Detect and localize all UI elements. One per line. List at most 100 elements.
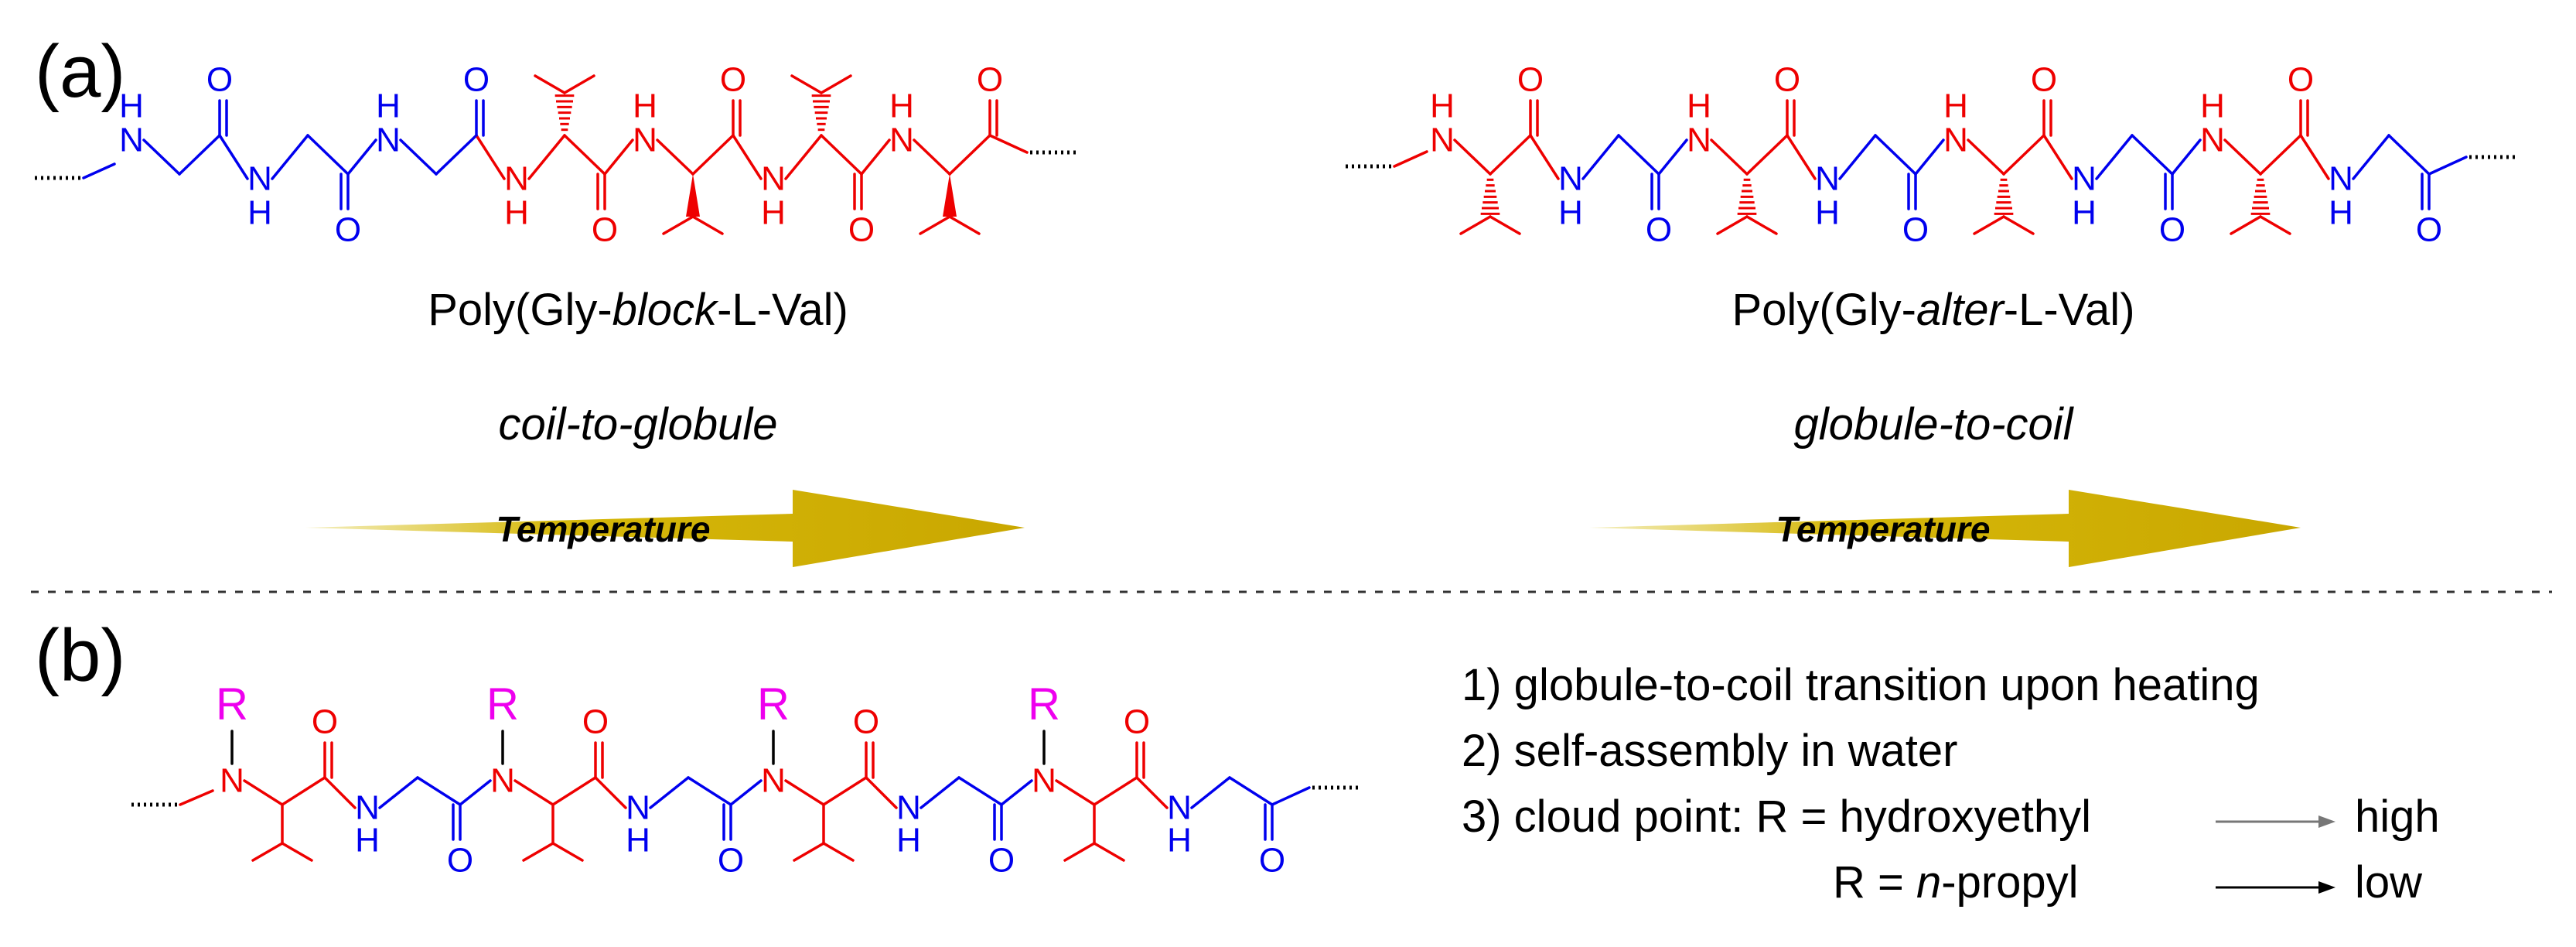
bond — [687, 776, 732, 806]
atom-label: O — [592, 211, 618, 249]
atom-label: N — [2072, 160, 2097, 198]
isopropyl-branch — [820, 74, 852, 94]
isopropyl-branch — [534, 74, 566, 94]
bond — [1271, 786, 1311, 806]
atom-label: H — [1687, 87, 1711, 125]
result-low: low — [2355, 857, 2423, 908]
bond — [82, 162, 116, 179]
bond — [1055, 779, 1096, 806]
bond — [2352, 134, 2390, 180]
atom-label: H — [626, 822, 650, 860]
bond — [513, 779, 554, 806]
isopropyl-branch — [2259, 215, 2291, 235]
atom-label: N — [1943, 121, 1968, 159]
bond — [1093, 776, 1138, 806]
atom-label: N — [626, 789, 650, 827]
bond — [1529, 134, 1560, 180]
bond — [1453, 138, 1492, 176]
isopropyl-branch — [1063, 842, 1096, 862]
bond — [1657, 138, 1688, 176]
atom-label: H — [1815, 194, 1840, 232]
isopropyl-branch — [2002, 215, 2035, 235]
atom-label: O — [1646, 211, 1672, 249]
atom-label: N — [2200, 121, 2225, 159]
atom-label: O — [1902, 211, 1929, 249]
bond — [865, 776, 898, 809]
atom-label: N — [1167, 789, 1192, 827]
bond — [2387, 134, 2431, 176]
atom-label: H — [633, 87, 657, 125]
atom-label: H — [355, 822, 380, 860]
bond — [1489, 134, 1532, 176]
bond — [1838, 134, 1877, 180]
atom-label: O — [848, 211, 875, 249]
substituent-r-label: R — [486, 679, 519, 730]
bond — [281, 776, 326, 806]
note-2: 2) self-assembly in water — [1462, 726, 1957, 776]
note-4: R = n-propyl — [1833, 857, 2079, 908]
bond — [323, 776, 357, 809]
bond — [729, 779, 763, 806]
atom-label: N — [1430, 121, 1455, 159]
isopropyl-branch — [790, 74, 823, 94]
bond — [1786, 134, 1817, 180]
result-high: high — [2355, 791, 2440, 842]
bond — [179, 789, 214, 806]
bond — [1581, 134, 1620, 180]
bond — [820, 134, 863, 176]
result-arrow-icon — [2318, 881, 2335, 894]
bond — [1393, 150, 1428, 168]
atom-label: H — [1558, 194, 1583, 232]
atom-label: N — [355, 789, 380, 827]
atom-label: N — [119, 121, 144, 159]
isopropyl-branch — [1093, 842, 1125, 862]
atom-label: N — [1032, 762, 1056, 800]
bond — [988, 134, 1029, 154]
atom-label: N — [889, 121, 914, 159]
atom-label: O — [720, 61, 746, 99]
bond — [957, 776, 1003, 806]
stereo-wedge — [943, 174, 957, 217]
substituent-r-label: R — [216, 679, 248, 730]
bond — [1000, 779, 1033, 806]
bond — [2428, 156, 2468, 176]
atom-label: H — [2329, 194, 2353, 232]
isopropyl-branch — [822, 842, 855, 862]
atom-label: O — [977, 61, 1003, 99]
bond — [2095, 134, 2134, 180]
atom-label: N — [1687, 121, 1711, 159]
substituent-r-label: R — [1028, 679, 1060, 730]
alternating-copolymer-caption: Poly(Gly-alter-L-Val) — [1732, 285, 2134, 335]
bond — [306, 134, 350, 176]
atom-label: N — [1558, 160, 1583, 198]
atom-label: N — [1815, 160, 1840, 198]
atom-label: H — [1430, 87, 1455, 125]
note-1: 1) globule-to-coil transition upon heati… — [1462, 660, 2260, 710]
atom-label: H — [2200, 87, 2225, 125]
atom-label: O — [1517, 61, 1544, 99]
bond — [732, 134, 763, 180]
bond — [2042, 134, 2073, 180]
bond — [603, 138, 634, 176]
isopropyl-branch — [948, 215, 981, 235]
coil-to-globule-label: coil-to-globule — [498, 399, 777, 450]
bond — [2171, 138, 2202, 176]
isopropyl-branch — [691, 215, 724, 235]
stereo-wedge — [686, 174, 700, 217]
bond — [527, 134, 566, 180]
atom-label: H — [2072, 194, 2097, 232]
panel-b-notes: 1) globule-to-coil transition upon heati… — [1462, 660, 2440, 908]
atom-label: H — [1167, 822, 1192, 860]
temperature-label-left: Temperature — [496, 509, 711, 549]
atom-label: N — [490, 762, 515, 800]
isopropyl-branch — [1459, 215, 1492, 235]
bond — [822, 776, 868, 806]
bond — [178, 134, 221, 176]
atom-label: H — [504, 194, 529, 232]
atom-label: O — [312, 703, 338, 741]
